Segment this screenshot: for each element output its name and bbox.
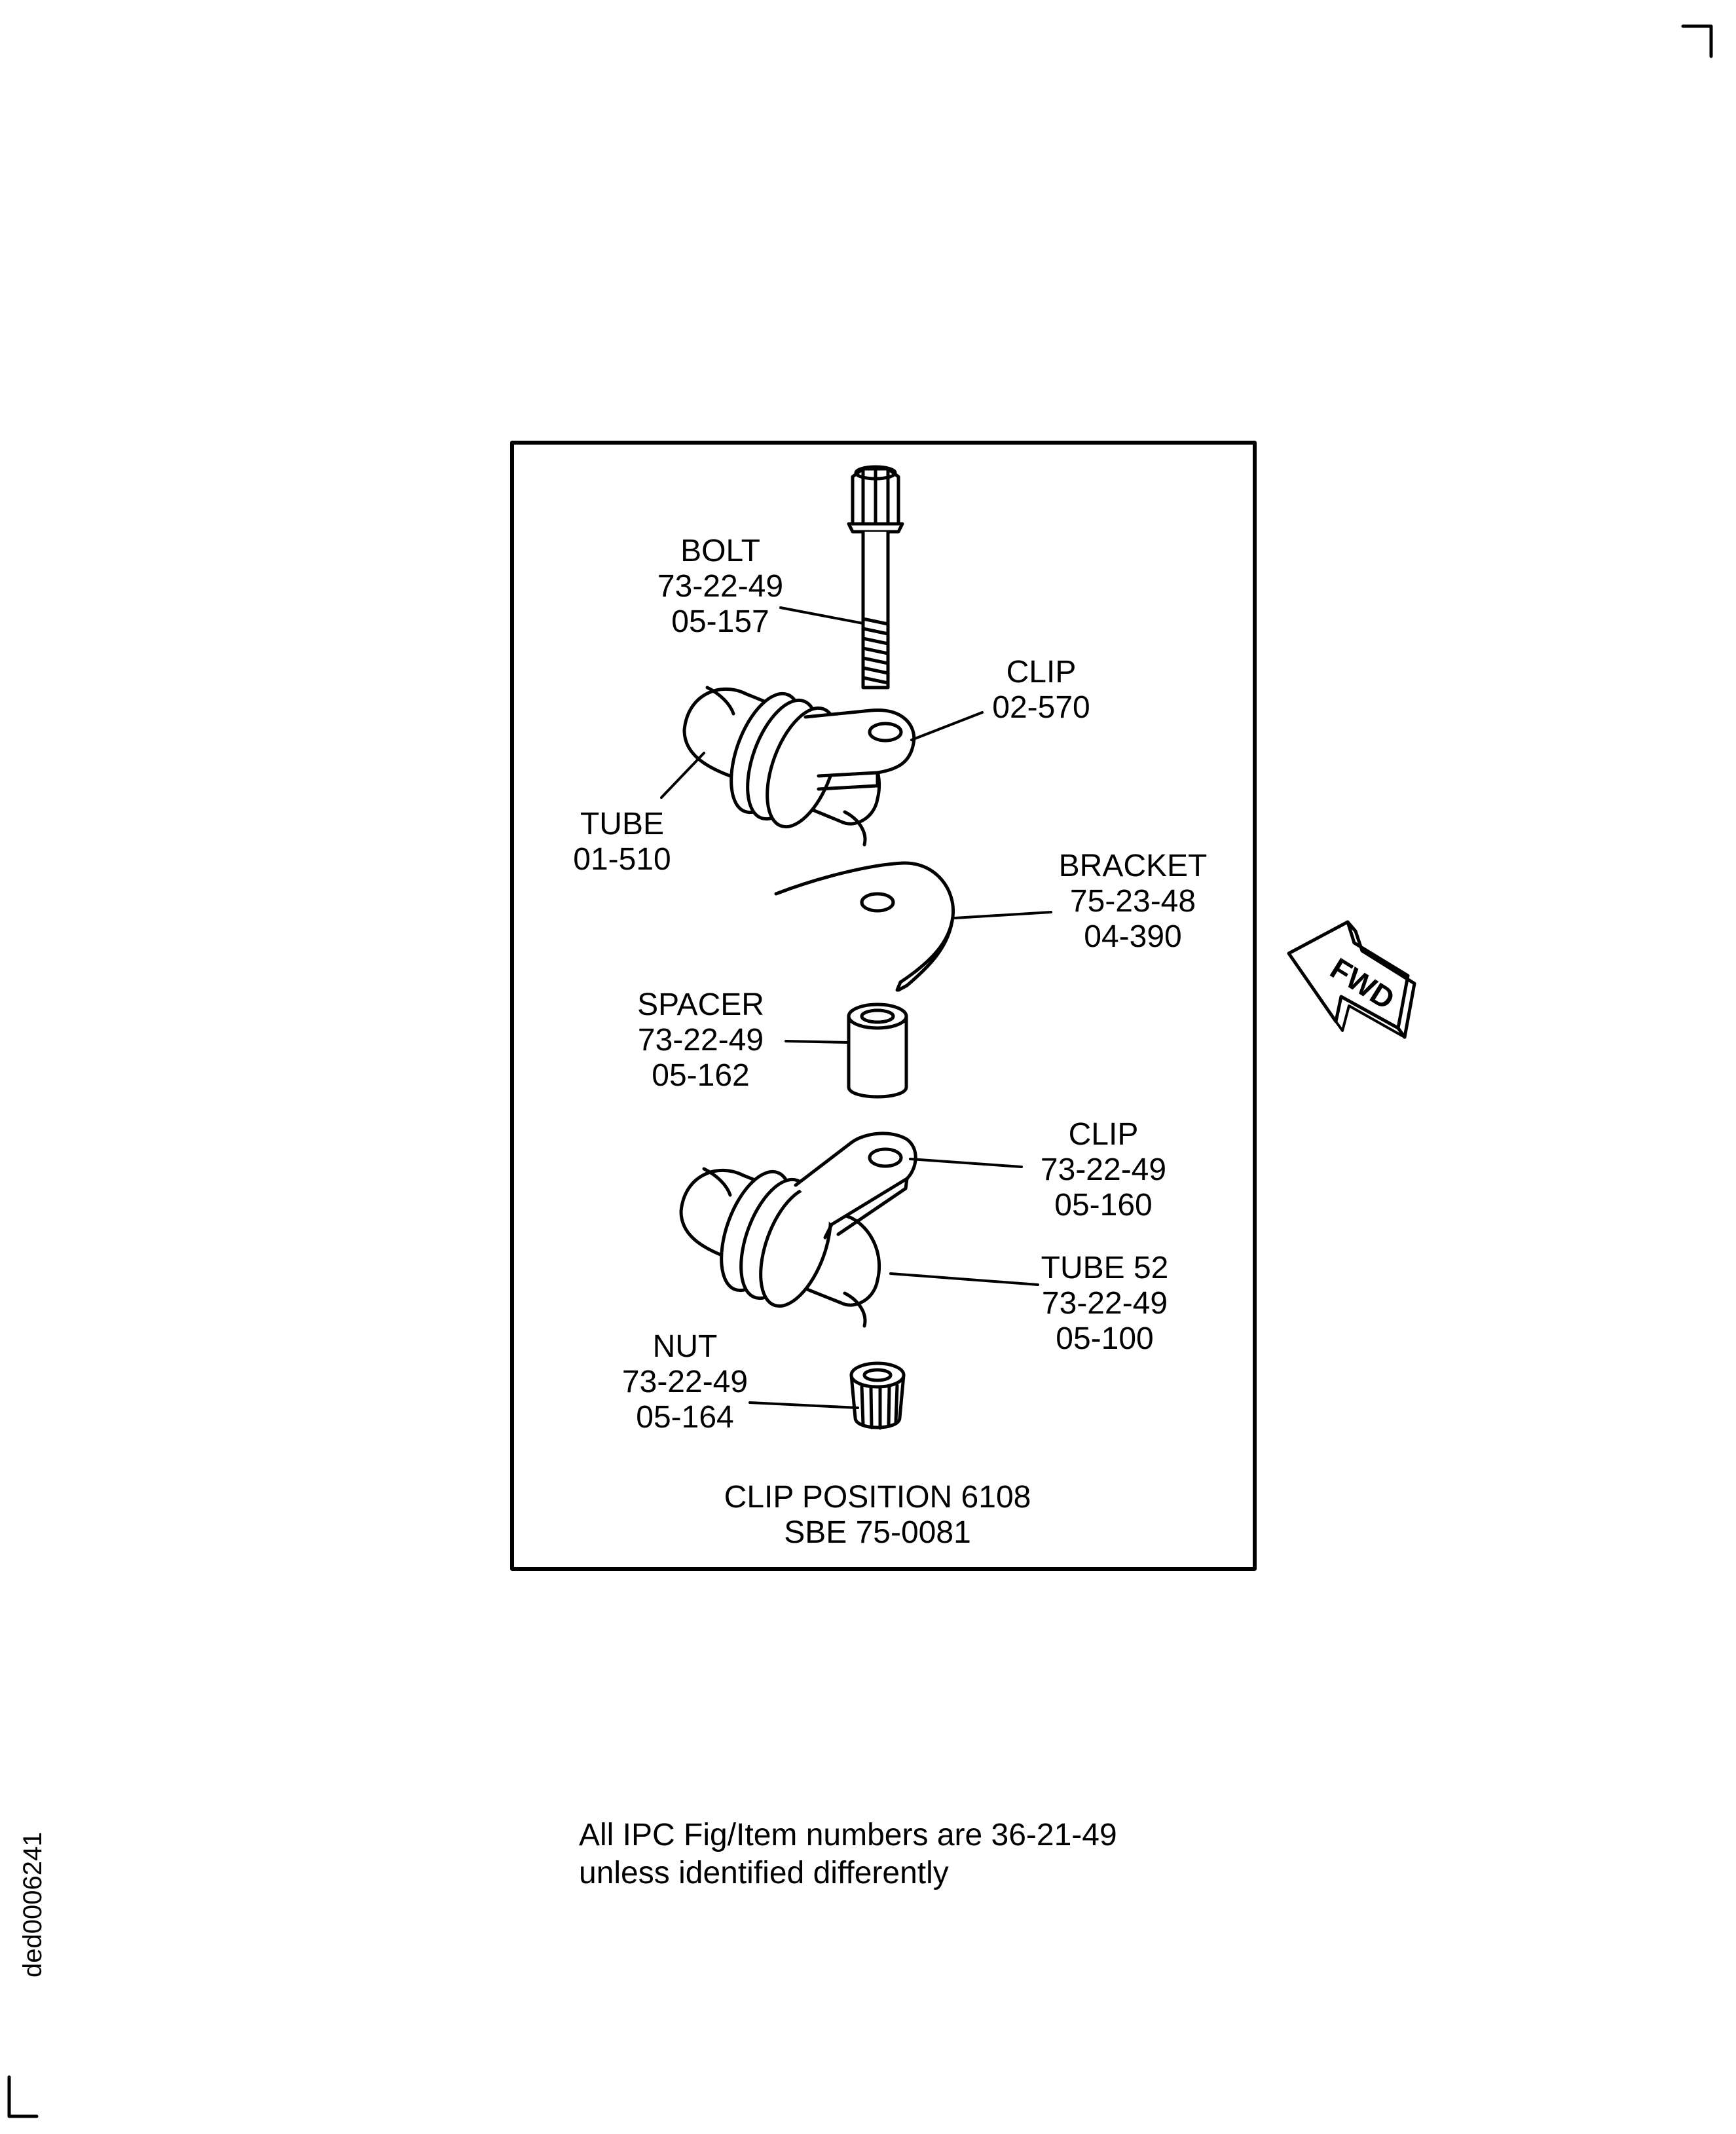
callout-clip-lower: CLIP 73-22-49 05-160 xyxy=(1040,1117,1167,1223)
corner-mark-bottom-left xyxy=(7,2075,39,2118)
nut-drawing xyxy=(849,1361,906,1430)
upper-clip-drawing xyxy=(682,686,916,847)
callout-bracket: BRACKET 75-23-48 04-390 xyxy=(1058,849,1208,954)
fwd-arrow-icon xyxy=(1287,920,1416,1039)
callout-nut: NUT 73-22-49 05-164 xyxy=(621,1329,748,1435)
figure-frame xyxy=(510,441,1257,1571)
bracket-drawing xyxy=(774,861,955,992)
bolt-drawing xyxy=(847,465,904,690)
callout-bolt: BOLT 73-22-49 05-157 xyxy=(657,534,784,639)
corner-mark-top-right xyxy=(1681,24,1713,58)
ipc-note: All IPC Fig/Item numbers are 36-21-49 un… xyxy=(579,1818,1117,1890)
callout-tube-52: TUBE 52 73-22-49 05-100 xyxy=(1041,1251,1169,1356)
callout-clip-upper: CLIP 02-570 xyxy=(992,655,1090,725)
document-id: ded0006241 xyxy=(18,1831,47,1978)
spacer-drawing xyxy=(847,1003,908,1099)
lower-clip-drawing xyxy=(679,1131,917,1328)
figure-caption: CLIP POSITION 6108 SBE 75-0081 xyxy=(724,1480,1031,1550)
callout-spacer: SPACER 73-22-49 05-162 xyxy=(637,987,764,1093)
leader-lines xyxy=(660,606,1052,1409)
callout-tube: TUBE 01-510 xyxy=(573,807,671,877)
